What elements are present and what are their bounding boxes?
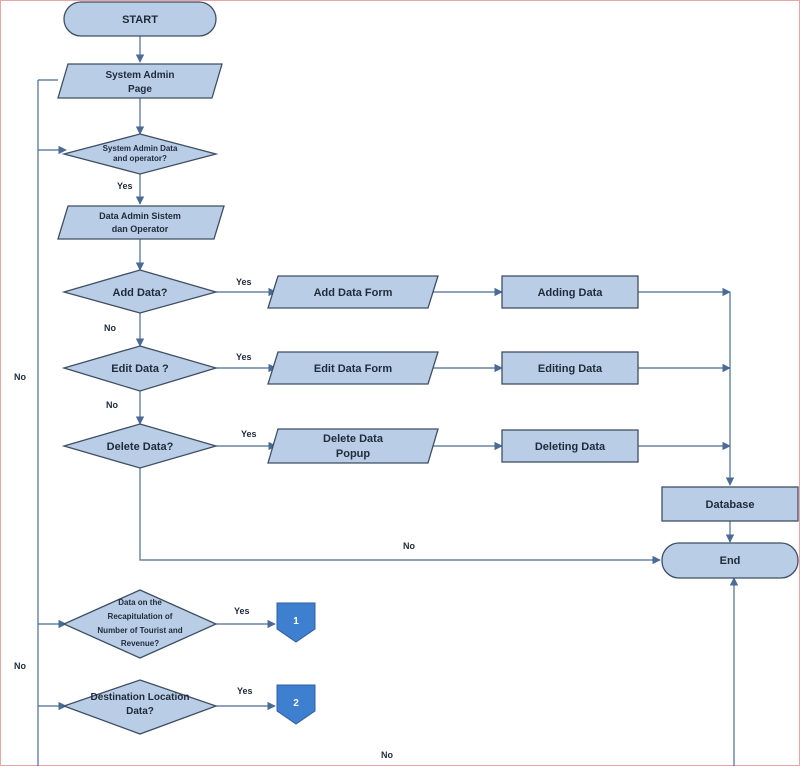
edit-data-decision: Edit Data ? — [61, 345, 219, 392]
database-process: Database — [661, 486, 799, 522]
database-label: Database — [706, 499, 755, 511]
destination-label-1: Destination Location — [91, 692, 190, 703]
no-label-delete-data: No — [403, 541, 415, 551]
system-admin-data-decision: System Admin Data and operator? — [61, 133, 219, 175]
deleting-data-process: Deleting Data — [501, 429, 639, 463]
yes-label-destination: Yes — [237, 686, 253, 696]
add-data-form-label: Add Data Form — [314, 287, 393, 299]
delete-data-label: Delete Data? — [107, 441, 174, 453]
recap-label-1: Data on the — [118, 598, 162, 607]
no-label-add-data: No — [104, 323, 116, 333]
edge-labels: Yes Yes No Yes No Yes No No No Yes Yes N… — [14, 181, 415, 760]
edit-data-label: Edit Data ? — [111, 363, 169, 375]
destination-decision: Destination Location Data? — [62, 679, 218, 735]
system-admin-page-label-2: Page — [128, 84, 152, 95]
no-label-rail-lower: No — [14, 661, 26, 671]
system-admin-page-io: System Admin Page — [57, 63, 223, 99]
flow-lines — [37, 36, 739, 766]
no-label-edit-data: No — [106, 400, 118, 410]
adding-data-process: Adding Data — [501, 275, 639, 309]
start-terminal: START — [63, 1, 217, 37]
editing-data-process: Editing Data — [501, 351, 639, 385]
start-label: START — [122, 14, 158, 26]
no-label-bottom: No — [381, 750, 393, 760]
system-admin-data-label-1: System Admin Data — [103, 144, 178, 153]
destination-label-2: Data? — [126, 706, 154, 717]
add-data-label: Add Data? — [113, 287, 168, 299]
yes-label-add-data: Yes — [236, 277, 252, 287]
data-admin-sistem-io: Data Admin Sistem dan Operator — [57, 205, 225, 240]
adding-data-label: Adding Data — [538, 287, 604, 299]
offpage-connector-1: 1 — [276, 602, 316, 643]
editing-data-label: Editing Data — [538, 363, 603, 375]
data-admin-sistem-label-1: Data Admin Sistem — [99, 211, 181, 221]
add-data-decision: Add Data? — [61, 269, 219, 314]
recap-label-4: Revenue? — [121, 639, 159, 648]
edge-deletedata-no-to-end — [139, 468, 661, 565]
delete-data-popup-label-1: Delete Data — [323, 433, 384, 445]
add-data-form-io: Add Data Form — [267, 275, 439, 309]
recap-label-2: Recapitulation of — [108, 612, 173, 621]
no-label-rail-upper: No — [14, 372, 26, 382]
yes-label-admin-data: Yes — [117, 181, 133, 191]
offpage-connector-2: 2 — [276, 684, 316, 725]
system-admin-data-label-2: and operator? — [113, 154, 167, 163]
delete-data-decision: Delete Data? — [61, 423, 219, 469]
yes-label-recap: Yes — [234, 606, 250, 616]
data-admin-sistem-label-2: dan Operator — [112, 224, 169, 234]
system-admin-page-label-1: System Admin — [105, 70, 174, 81]
delete-data-popup-io: Delete Data Popup — [267, 428, 439, 464]
delete-data-popup-label-2: Popup — [336, 448, 370, 460]
yes-label-edit-data: Yes — [236, 352, 252, 362]
edit-data-form-io: Edit Data Form — [267, 351, 439, 385]
yes-label-delete-data: Yes — [241, 429, 257, 439]
end-terminal: End — [661, 542, 799, 579]
recapitulation-decision: Data on the Recapitulation of Number of … — [62, 589, 218, 659]
connector-2-label: 2 — [293, 698, 299, 709]
end-label: End — [720, 555, 741, 567]
connector-1-label: 1 — [293, 616, 299, 627]
recap-label-3: Number of Tourist and — [97, 626, 182, 635]
deleting-data-label: Deleting Data — [535, 441, 606, 453]
edit-data-form-label: Edit Data Form — [314, 363, 392, 375]
